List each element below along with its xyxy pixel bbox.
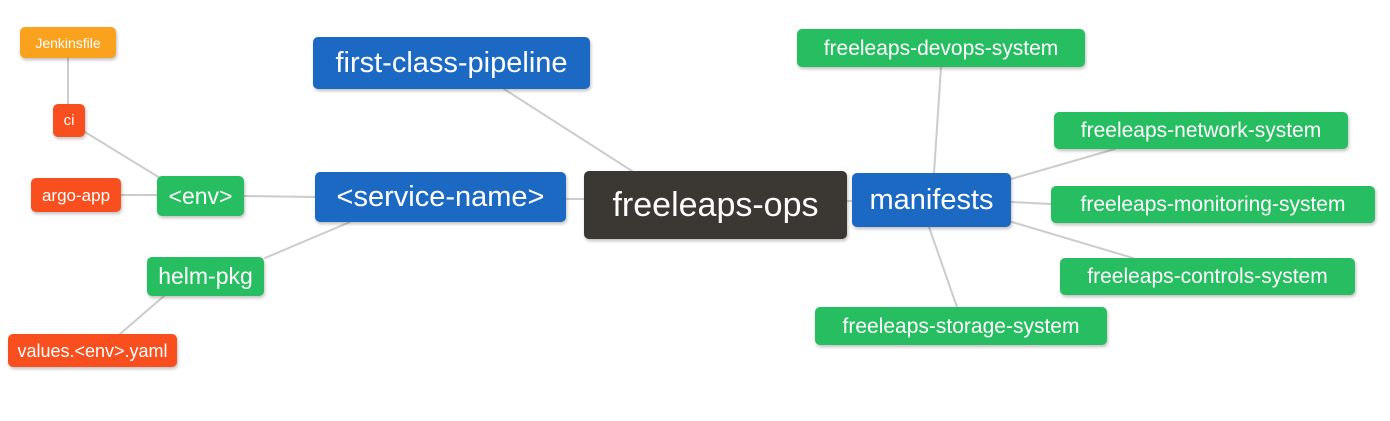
- edge-first-class-pipeline-to-freeleaps-ops: [503, 88, 633, 172]
- mindmap-node-freeleaps-network-system[interactable]: freeleaps-network-system: [1054, 112, 1348, 149]
- mindmap-node-manifests[interactable]: manifests: [852, 173, 1011, 227]
- mindmap-node-helm-pkg[interactable]: helm-pkg: [147, 257, 264, 296]
- mindmap-node-ci[interactable]: ci: [53, 104, 85, 137]
- mindmap-node-first-class-pipeline[interactable]: first-class-pipeline: [313, 37, 590, 89]
- mindmap-node-freeleaps-ops[interactable]: freeleaps-ops: [584, 171, 847, 239]
- edge-helm-pkg-to-service-name: [264, 221, 351, 259]
- edge-manifests-to-freeleaps-storage-system: [928, 226, 958, 308]
- edge-manifests-to-freeleaps-monitoring-system: [1010, 201, 1052, 205]
- edge-env-to-service-name: [243, 195, 316, 198]
- mindmap-node-freeleaps-controls-system[interactable]: freeleaps-controls-system: [1060, 258, 1355, 295]
- edge-manifests-to-freeleaps-controls-system: [1011, 221, 1134, 259]
- edge-ci-to-env: [84, 131, 161, 179]
- mindmap-node-env[interactable]: <env>: [157, 176, 244, 216]
- edge-values-env-yaml-to-helm-pkg: [119, 295, 165, 335]
- mindmap-node-jenkinsfile[interactable]: Jenkinsfile: [20, 27, 116, 58]
- mindmap-node-freeleaps-storage-system[interactable]: freeleaps-storage-system: [815, 307, 1107, 345]
- edge-manifests-to-freeleaps-devops-system: [933, 66, 942, 174]
- mindmap-node-service-name[interactable]: <service-name>: [315, 172, 566, 222]
- mindmap-node-values-env-yaml[interactable]: values.<env>.yaml: [8, 334, 177, 367]
- mindmap-node-argo-app[interactable]: argo-app: [31, 178, 121, 212]
- edge-manifests-to-freeleaps-network-system: [1010, 148, 1116, 180]
- mindmap-node-freeleaps-devops-system[interactable]: freeleaps-devops-system: [797, 29, 1085, 67]
- mindmap-node-freeleaps-monitoring-system[interactable]: freeleaps-monitoring-system: [1051, 186, 1375, 223]
